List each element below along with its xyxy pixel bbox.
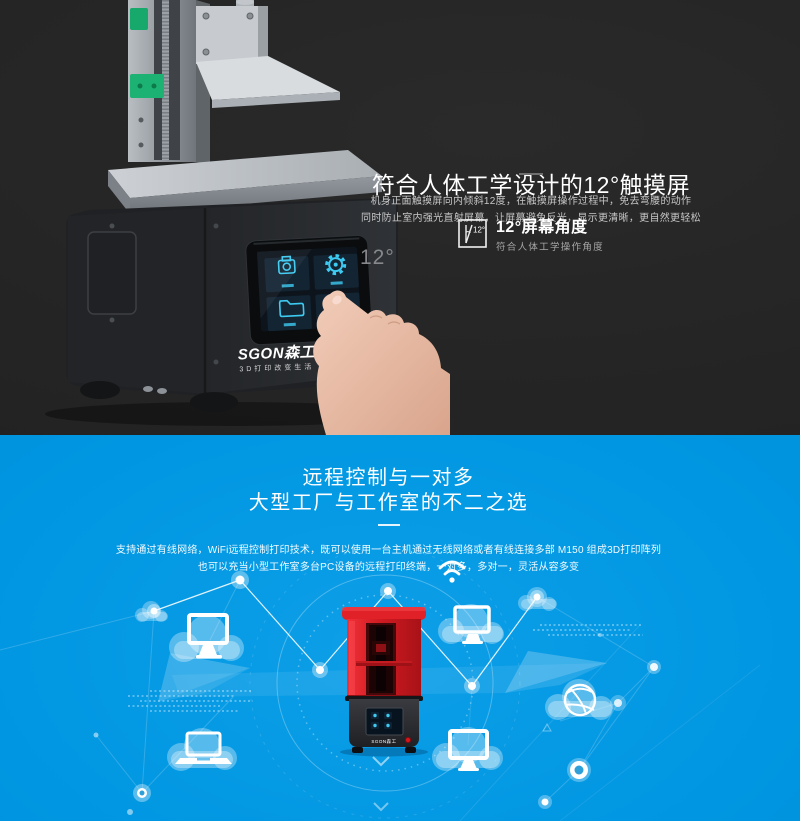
screen-angle-icon: 12° [458, 219, 487, 248]
bottom-copy: 远程控制与一对多 大型工厂与工作室的不二之选 支持通过有线网络，WiFi远程控制… [0, 435, 777, 573]
feature-subtitle: 符合人体工学操作角度 [495, 242, 604, 253]
linear-rail-block [130, 74, 164, 98]
side-access-panel [87, 231, 137, 315]
machine-deck [108, 150, 382, 214]
network-node-icon [464, 678, 480, 694]
top-description-line2: 同时防止室内强光直射屏幕，让屏幕避免反光，显示更清晰，更自然更轻松 [361, 213, 701, 224]
bottom-description-line2: 也可以充当小型工作室多台PC设备的远程打印终端，一对多，多对一，灵活从容多变 [197, 562, 580, 573]
printer-render-button [404, 736, 412, 744]
network-nodes [93, 571, 661, 815]
paper-plane-left [158, 653, 250, 702]
screen-angle-icon-label: 12° [473, 226, 485, 235]
monitor-icon [448, 729, 489, 771]
dribbble-ball-icon [563, 683, 597, 717]
network-node-icon [530, 590, 544, 604]
network-node-icon [380, 583, 396, 599]
network-node-icon [567, 758, 591, 782]
print-icon [277, 255, 296, 275]
folder-icon [278, 299, 305, 318]
network-node-icon [538, 795, 552, 809]
top-section: 12° SGON森工 ® 3D打印改变生活 [0, 0, 800, 435]
screen-tile [264, 256, 310, 293]
brand-tagline: 3D打印改变生活 [239, 362, 314, 374]
printer-render: SGON森工 [340, 607, 428, 757]
build-platform-arm [196, 0, 340, 108]
laptop-icon [175, 731, 232, 764]
paper-plane-right [505, 651, 607, 693]
dot-matrix-left [128, 690, 253, 712]
dot-matrix-right [533, 624, 643, 636]
monitor-icon [187, 613, 229, 659]
bottom-title-line2: 大型工厂与工作室的不二之选 [248, 492, 529, 514]
printer-screen [365, 707, 404, 736]
network-node-icon [610, 695, 626, 711]
network-node-icon [147, 604, 161, 618]
network-node-icon [312, 662, 328, 678]
cloud-small-left [135, 601, 168, 622]
network-node-icon [133, 784, 151, 802]
pointing-hand [313, 290, 450, 435]
top-description: 机身正面触摸屏向内倾斜12度，在触摸屏操作过程中，免去弯腰的动作 同时防止室内强… [262, 193, 800, 227]
top-description-line1: 机身正面触摸屏向内倾斜12度，在触摸屏操作过程中，免去弯腰的动作 [370, 196, 692, 207]
chevron-down-icon [372, 756, 390, 767]
network-diagram: SGON森工 [0, 547, 761, 821]
bottom-section: SGON森工 [0, 435, 800, 821]
bottom-title-divider [378, 524, 400, 526]
bottom-title-line1: 远程控制与一对多 [302, 467, 475, 489]
gear-icon [325, 254, 347, 276]
brand-logo: SGON森工 [238, 344, 317, 364]
network-node-icon [647, 660, 661, 674]
triangle-marker [542, 722, 552, 732]
bottom-description-line1: 支持通过有线网络，WiFi远程控制打印技术，既可以使用一台主机通过无线网络或者有… [115, 545, 662, 556]
wifi-icon [438, 560, 466, 583]
printer-tower [128, 0, 210, 164]
top-title: 符合人体工学设计的12°触摸屏 [371, 172, 691, 199]
top-title-divider [519, 173, 543, 175]
brand-badge: SGON森工 ® 3D打印改变生活 [238, 340, 326, 374]
linear-rail-block [130, 8, 148, 30]
printer-render-brand: SGON森工 [371, 738, 396, 745]
bottom-title: 远程控制与一对多 大型工厂与工作室的不二之选 [0, 466, 777, 516]
feature-title: 12°屏幕角度 [495, 219, 588, 236]
feature-screen-angle: 12° 12°屏幕角度 符合人体工学操作角度 [302, 219, 760, 253]
monitor-icon [453, 605, 491, 644]
angle-watermark: 12° [360, 246, 395, 269]
mesh-lines [0, 579, 761, 821]
chevron-down-icon [373, 802, 389, 812]
bottom-description: 支持通过有线网络，WiFi远程控制打印技术，既可以使用一台主机通过无线网络或者有… [0, 542, 777, 576]
printer-photo: 12° SGON森工 ® 3D打印改变生活 [45, 0, 450, 435]
network-node-icon [231, 571, 249, 589]
